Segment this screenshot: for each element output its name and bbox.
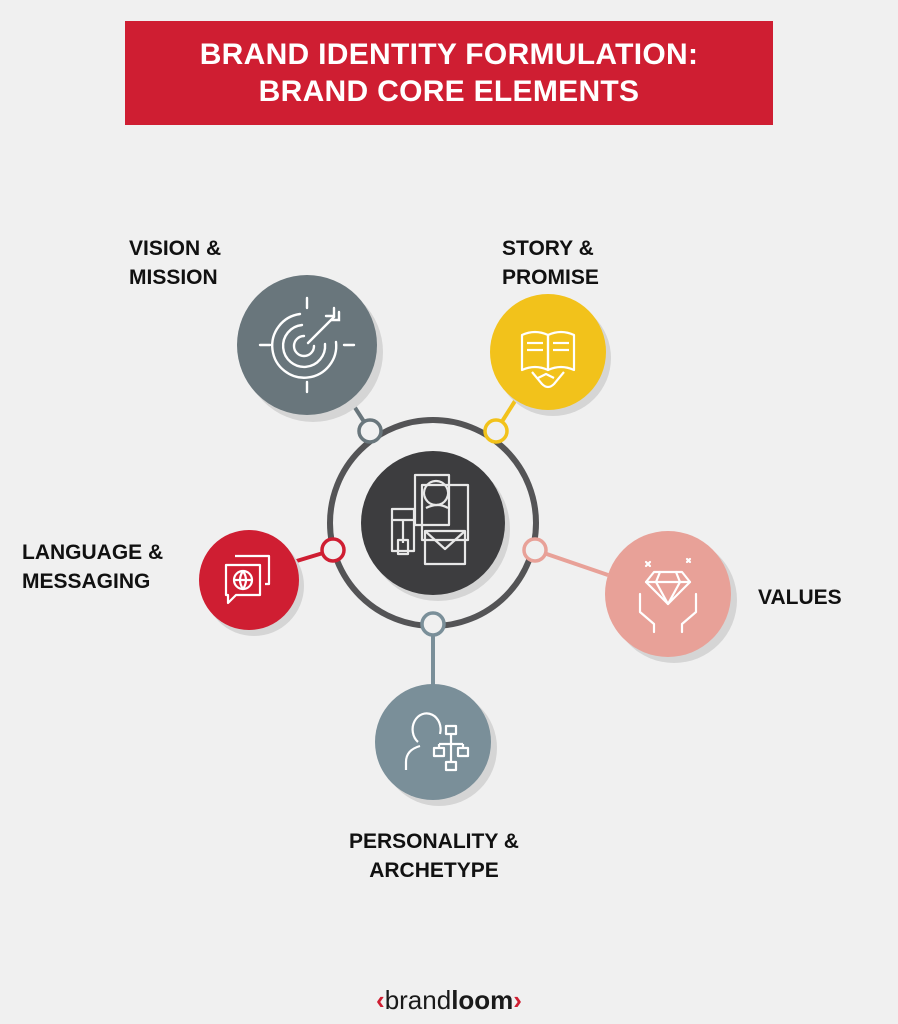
language-label-line-1: LANGUAGE & [22, 541, 164, 564]
values-circle [605, 531, 731, 657]
vision-node [357, 418, 383, 444]
values-node [522, 537, 548, 563]
vision-label: VISION & MISSION [129, 234, 221, 292]
book-handshake-icon [520, 330, 576, 389]
vision-label-line-2: MISSION [129, 266, 218, 289]
vision-circle [237, 275, 377, 415]
story-label-line-2: PROMISE [502, 266, 599, 289]
personality-label-line-2: ARCHETYPE [369, 859, 499, 882]
vision-label-line-1: VISION & [129, 237, 222, 260]
brand-stationery-icon [390, 473, 470, 566]
values-connector [534, 548, 609, 577]
story-label: STORY & PROMISE [502, 234, 599, 292]
values-label-line-1: VALUES [758, 586, 842, 609]
brandloom-logo: ‹brandloom› [0, 983, 898, 1017]
personality-label-line-1: PERSONALITY & [349, 830, 519, 853]
values-label: VALUES [758, 583, 842, 612]
diamond-hands-icon [638, 557, 698, 634]
personality-node [420, 611, 446, 637]
chat-globe-icon [224, 554, 271, 605]
logo-left-bracket: ‹ [376, 985, 385, 1015]
logo-word-loom: loom [451, 985, 514, 1015]
logo-word-brand: brand [384, 985, 452, 1015]
title-line-1: BRAND IDENTITY FORMULATION: [199, 38, 699, 71]
center-circle [361, 451, 505, 595]
personality-label: PERSONALITY & ARCHETYPE [349, 827, 519, 885]
title-banner: BRAND IDENTITY FORMULATION: BRAND CORE E… [125, 21, 773, 125]
language-label-line-2: MESSAGING [22, 570, 151, 593]
language-node [320, 537, 346, 563]
personality-circle [375, 684, 491, 800]
title-line-2: BRAND CORE ELEMENTS [258, 75, 640, 108]
target-arrow-icon [258, 296, 356, 394]
story-node [483, 418, 509, 444]
logo-right-bracket: › [513, 985, 522, 1015]
language-label: LANGUAGE & MESSAGING [22, 538, 163, 596]
person-chart-icon [404, 712, 470, 772]
story-label-line-1: STORY & [502, 237, 594, 260]
